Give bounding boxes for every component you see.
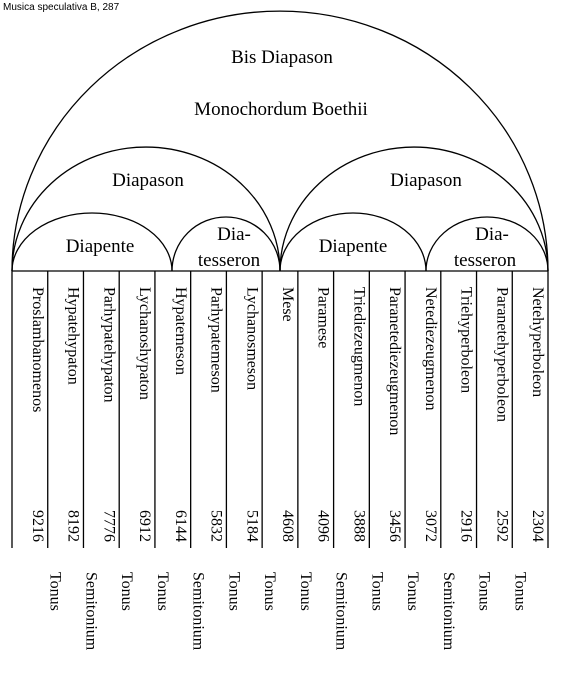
interval-label: Tonus <box>154 572 171 611</box>
string-name: Mese <box>279 287 296 322</box>
string-name: Proslambanomenos <box>29 287 46 412</box>
diapason-left-label: Diapason <box>112 170 184 191</box>
interval-label: Tonus <box>404 572 421 611</box>
string-value: 8192 <box>65 510 82 542</box>
string-column: Hypatehypaton 8192 <box>65 287 82 542</box>
string-value: 9216 <box>29 510 46 542</box>
string-column: Parhypatehypaton 7776 <box>100 287 117 542</box>
string-value: 6912 <box>136 510 153 542</box>
string-column: Mese 4608 <box>279 287 296 542</box>
diapente-right-arc <box>279 212 427 272</box>
source-caption: Musica speculativa B, 287 <box>3 2 120 13</box>
string-value: 3072 <box>422 510 439 542</box>
diapente-right-label: Diapente <box>319 236 388 257</box>
diatesseron-left-label-1: Dia- <box>217 224 251 245</box>
string-value: 3456 <box>386 510 403 542</box>
string-name: Netehyperboleon <box>529 287 546 397</box>
interval-label: Semitonium <box>333 572 350 651</box>
diapason-right-arc <box>279 146 549 272</box>
diagram-title: Monochordum Boethii <box>194 99 368 120</box>
string-column: Parhypatemeson 5832 <box>208 287 225 542</box>
string-value: 5184 <box>243 510 260 542</box>
string-column: Paramese 4096 <box>315 287 332 542</box>
string-name: Paranetehyperboleon <box>493 287 510 422</box>
string-name: Triehyperboleon <box>458 287 475 393</box>
interval-label: Tonus <box>47 572 64 611</box>
interval-label: Tonus <box>368 572 385 611</box>
bis-diapason-label: Bis Diapason <box>231 47 333 68</box>
string-column: Paranetediezeugmenon 3456 <box>386 287 403 542</box>
string-value: 4608 <box>279 510 296 542</box>
interval-label: Tonus <box>118 572 135 611</box>
interval-label: Tonus <box>225 572 242 611</box>
string-name: Lychanosmeson <box>243 287 260 390</box>
string-column: Lychanoshypaton 6912 <box>136 287 153 542</box>
diatesseron-right-label-1: Dia- <box>475 224 509 245</box>
diatesseron-right-label-2: tesseron <box>454 250 517 271</box>
string-name: Paranetediezeugmenon <box>386 287 403 435</box>
string-name: Hypatemeson <box>172 287 189 375</box>
bis-diapason-arc <box>11 10 549 272</box>
string-name: Paramese <box>315 287 332 348</box>
string-column: Triediezeugmenon 3888 <box>350 287 367 542</box>
string-column: Proslambanomenos 9216 <box>29 287 46 542</box>
interval-label: Tonus <box>261 572 278 611</box>
diapente-left-label: Diapente <box>66 236 135 257</box>
diatesseron-left-label-2: tesseron <box>198 250 261 271</box>
string-column: Paranetehyperboleon 2592 <box>493 287 510 542</box>
interval-label: Tonus <box>476 572 493 611</box>
diatesseron-left-arc <box>171 216 281 272</box>
string-value: 3888 <box>350 510 367 542</box>
string-columns: Proslambanomenos 9216 Hypatehypaton 8192 Par… <box>29 287 546 542</box>
interval-label: Semitonium <box>82 572 99 651</box>
interval-label: Semitonium <box>190 572 207 651</box>
interval-label: Semitonium <box>440 572 457 651</box>
string-name: Parhypatehypaton <box>100 287 117 403</box>
string-name: Parhypatemeson <box>208 287 225 393</box>
string-name: Hypatehypaton <box>65 287 82 385</box>
interval-labels: Tonus Semitonium Tonus Tonus Semitonium Tonus… <box>47 572 529 651</box>
interval-label: Tonus <box>511 572 528 611</box>
string-column: Hypatemeson 6144 <box>172 287 189 542</box>
string-name: Netediezeugmenon <box>422 287 439 411</box>
string-value: 2592 <box>493 510 510 542</box>
string-column: Netediezeugmenon 3072 <box>422 287 439 542</box>
string-value: 6144 <box>172 510 189 542</box>
string-name: Lychanoshypaton <box>136 287 153 400</box>
string-value: 4096 <box>315 510 332 542</box>
string-table <box>11 270 549 548</box>
string-column: Netehyperboleon 2304 <box>529 287 546 542</box>
string-value: 7776 <box>100 510 117 542</box>
string-column: Lychanosmeson 5184 <box>243 287 260 542</box>
interval-label: Tonus <box>297 572 314 611</box>
string-value: 5832 <box>208 510 225 542</box>
string-value: 2304 <box>529 510 546 542</box>
string-name: Triediezeugmenon <box>350 287 367 406</box>
diatesseron-right-arc <box>425 216 549 272</box>
string-value: 2916 <box>458 510 475 542</box>
diapason-right-label: Diapason <box>390 170 462 191</box>
diapason-left-arc <box>11 146 281 272</box>
diapente-left-arc <box>11 212 173 272</box>
string-column: Triehyperboleon 2916 <box>458 287 475 542</box>
